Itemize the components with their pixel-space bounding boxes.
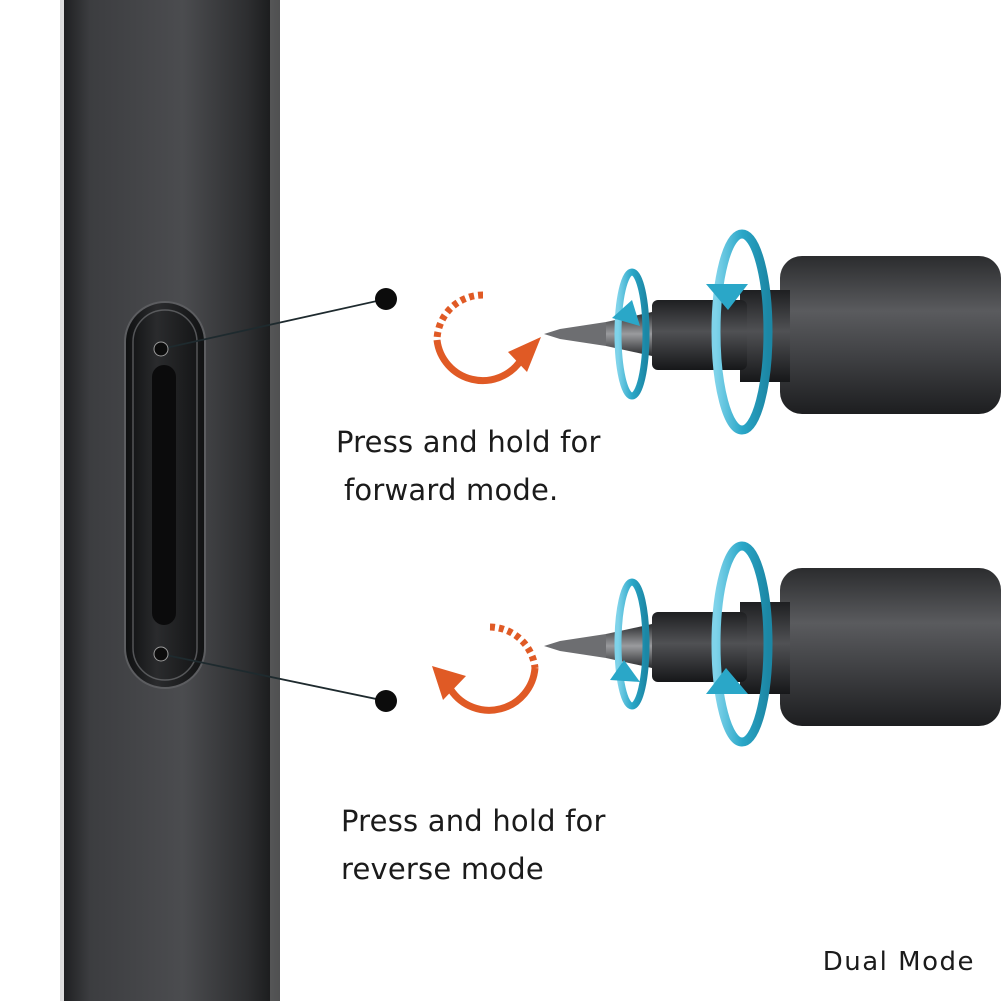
counterclockwise-arrow-icon [432, 623, 539, 714]
dual-mode-label: Dual Mode [822, 947, 975, 977]
driver-head-reverse [544, 541, 1001, 747]
forward-caption-line-1: Press and hold for [336, 425, 601, 459]
reverse-caption-line-1: Press and hold for [341, 804, 606, 838]
mode-switch[interactable] [124, 301, 206, 689]
rotation-ring-icon [711, 541, 773, 747]
clockwise-arrow-icon [433, 291, 541, 385]
reverse-callout [153, 646, 397, 712]
rotation-ring-icon [614, 268, 650, 400]
forward-mode-caption: Press and hold for forward mode. [336, 418, 601, 514]
driver-head-forward [544, 229, 1001, 435]
rotation-ring-icon [614, 578, 650, 710]
rotation-ring-icon [711, 229, 773, 435]
reverse-mode-caption: Press and hold for reverse mode [341, 797, 606, 893]
reverse-caption-line-2: reverse mode [341, 852, 544, 886]
forward-callout [153, 288, 397, 357]
forward-caption-line-2: forward mode. [344, 473, 559, 507]
